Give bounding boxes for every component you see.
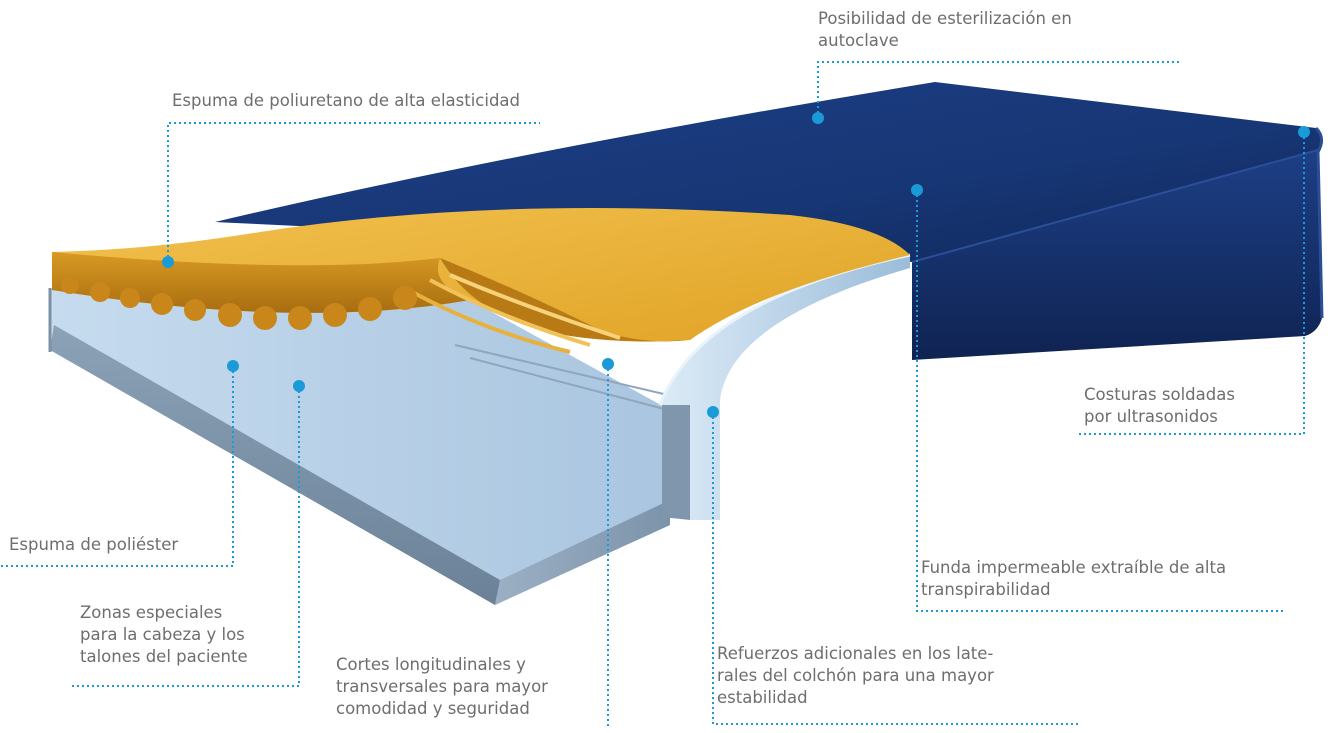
callout-zonas: Zonas especiales para la cabeza y los ta… [80,602,248,668]
leader-lines [0,61,1305,729]
dot-poliuretano [162,256,174,268]
callout-text: Refuerzos adicionales en los late- [717,644,994,663]
callout-text: Zonas especiales [80,603,223,622]
callout-funda: Funda impermeable extraíble de alta tran… [921,557,1226,601]
polyester-foam-layer [48,288,670,605]
polyurethane-foam-layer [52,207,910,354]
dot-zonas [293,380,305,392]
callout-refuerzos: Refuerzos adicionales en los late- rales… [717,643,994,709]
callout-poliuretano: Espuma de poliuretano de alta elasticida… [172,90,520,112]
callout-cortes: Cortes longitudinales y transversales pa… [336,654,548,720]
callout-text: transpirabilidad [921,580,1051,599]
callout-esterilizacion: Posibilidad de esterilización en autocla… [818,8,1072,52]
dot-costuras [1298,126,1310,138]
dot-cortes [602,358,614,370]
callout-costuras: Costuras soldadas por ultrasonidos [1084,384,1235,428]
leader-zonas [72,386,300,687]
leader-esterilizacion [817,61,1180,118]
callout-text: rales del colchón para una mayor [717,666,994,685]
callout-text: por ultrasonidos [1084,407,1218,426]
callout-text: comodidad y seguridad [336,699,530,718]
callout-text: Costuras soldadas [1084,385,1235,404]
side-reinforcement [658,253,911,520]
dot-poliester [227,360,239,372]
callout-text: estabilidad [717,688,808,707]
callout-text: para la cabeza y los [80,625,245,644]
callout-text: autoclave [818,31,899,50]
leader-poliester [0,366,234,567]
leader-funda [916,190,1283,612]
leader-refuerzos [712,412,1080,725]
callout-dots [162,112,1310,418]
leader-costuras [1078,132,1305,435]
callout-text: Funda impermeable extraíble de alta [921,558,1227,577]
dot-esterilizacion [812,112,824,124]
callout-text: Espuma de poliuretano de alta elasticida… [172,91,520,110]
callout-text: Posibilidad de esterilización en [818,9,1072,28]
callout-poliester: Espuma de poliéster [9,534,178,556]
callout-text: talones del paciente [80,647,248,666]
leader-poliuretano [167,122,540,262]
dot-refuerzos [707,406,719,418]
callout-text: transversales para mayor [336,677,548,696]
dot-funda [911,184,923,196]
callout-text: Espuma de poliéster [9,535,179,554]
callout-text: Cortes longitudinales y [336,655,526,674]
